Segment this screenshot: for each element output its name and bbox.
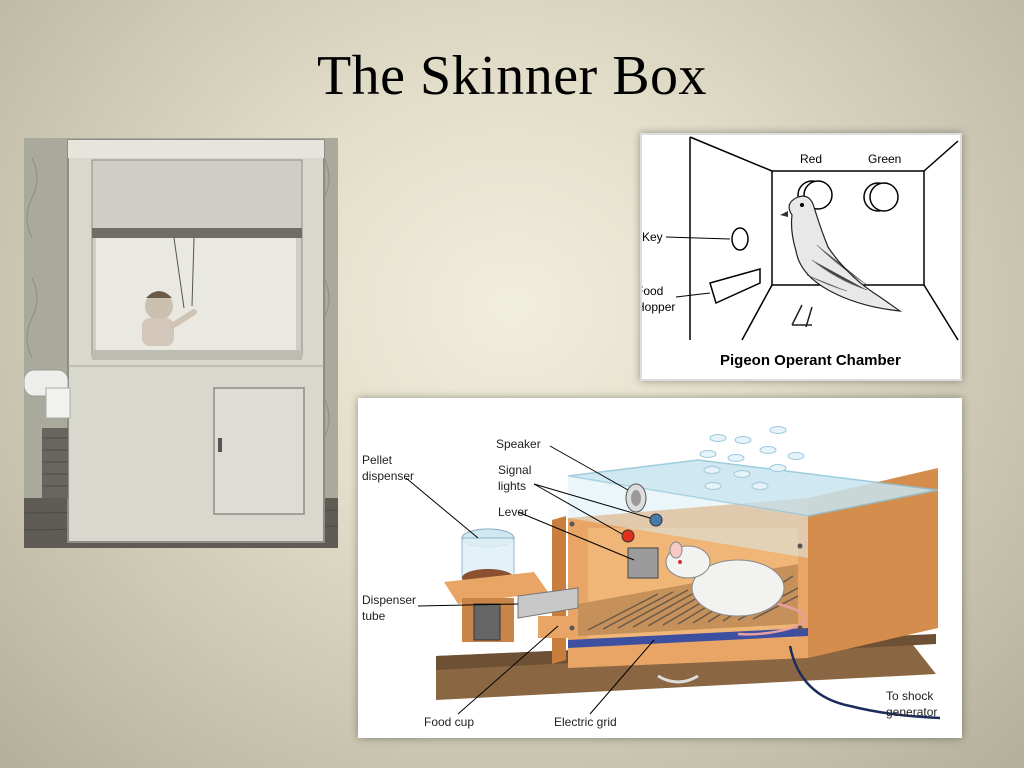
rat-icon xyxy=(665,541,806,636)
label-food-hopper-line2: Hopper xyxy=(642,300,675,314)
label-key: Key xyxy=(642,230,663,244)
label-food-cup: Food cup xyxy=(424,715,474,729)
label-signal-line2: lights xyxy=(498,479,526,493)
label-food-hopper-line1: Food xyxy=(642,284,663,298)
pigeon-chamber-diagram: Red Green Key Food Hopper Pigeon Operant… xyxy=(640,133,962,381)
label-speaker: Speaker xyxy=(496,437,541,451)
label-green: Green xyxy=(868,152,901,166)
label-signal-line1: Signal xyxy=(498,463,531,477)
label-shock-line2: generator xyxy=(886,705,937,719)
label-pellet-line2: dispenser xyxy=(362,469,414,483)
pigeon-icon xyxy=(780,195,903,328)
label-dispenser-line1: Dispenser xyxy=(362,593,416,607)
label-dispenser-line2: tube xyxy=(362,609,386,623)
label-pellet-line1: Pellet xyxy=(362,453,393,467)
signal-light-blue-icon xyxy=(649,513,663,527)
pellet-dispenser-icon xyxy=(444,528,579,642)
air-crib-photo xyxy=(24,138,338,548)
rat-box-diagram: Speaker Signal lights Lever Pellet dispe… xyxy=(358,398,962,738)
slide-title: The Skinner Box xyxy=(316,45,708,107)
pigeon-caption: Pigeon Operant Chamber xyxy=(720,352,901,369)
signal-light-red-icon xyxy=(621,529,635,543)
label-shock-line1: To shock xyxy=(886,689,934,703)
lever-icon xyxy=(627,547,659,579)
label-red: Red xyxy=(800,152,822,166)
label-electric-grid: Electric grid xyxy=(554,715,617,729)
speaker-icon xyxy=(625,483,647,513)
electric-grid-bar xyxy=(568,628,808,648)
label-lever: Lever xyxy=(498,505,528,519)
